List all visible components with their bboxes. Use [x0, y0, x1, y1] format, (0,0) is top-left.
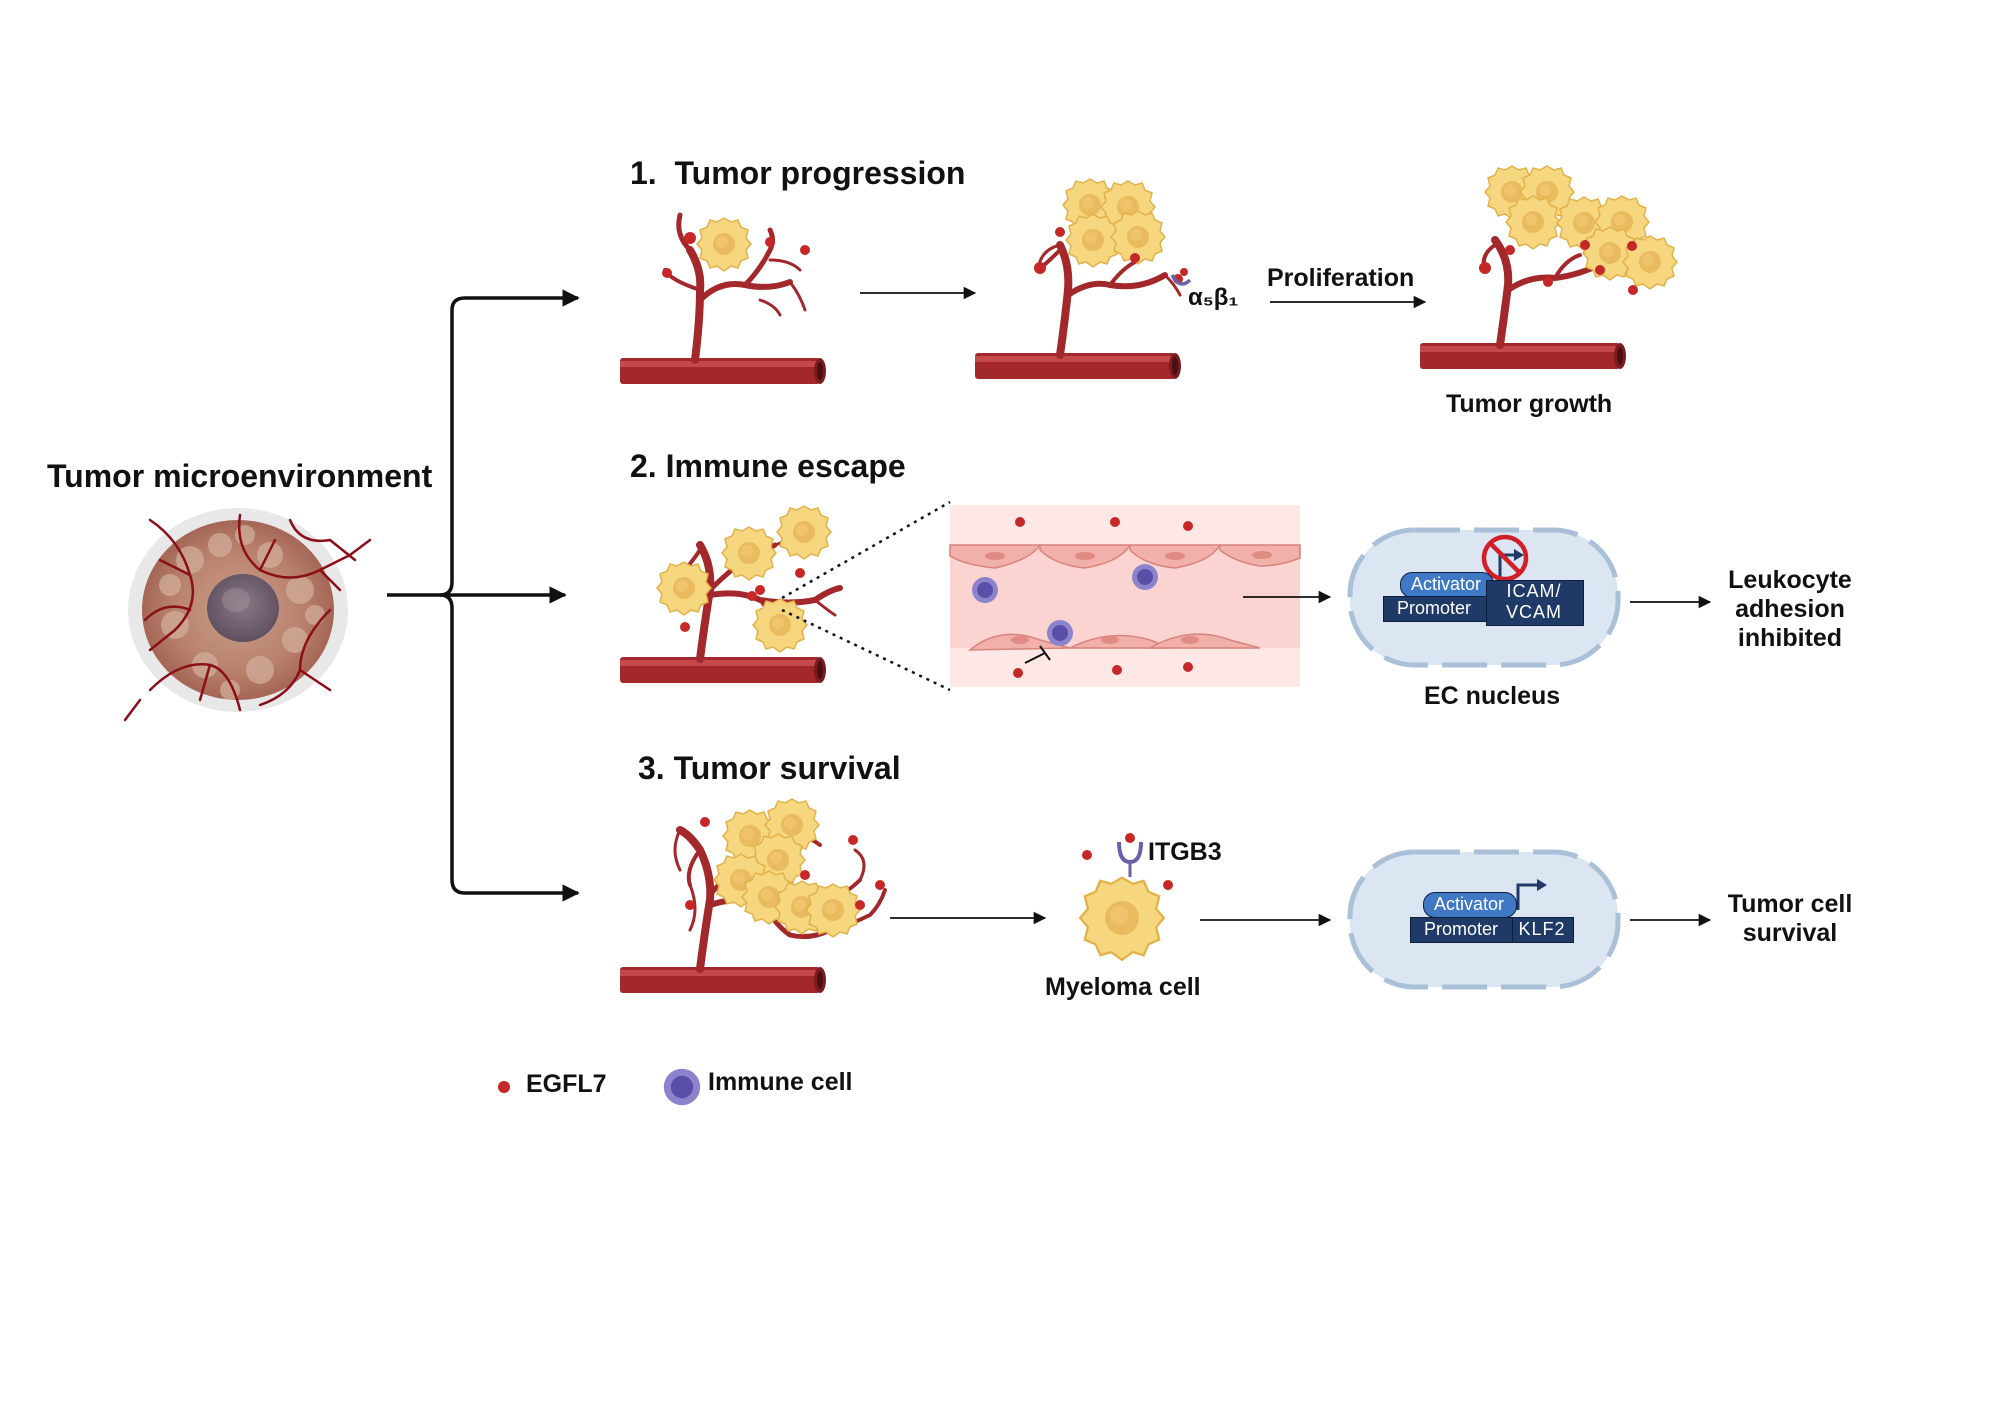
- klf2-label: KLF2: [1518, 919, 1566, 939]
- proliferation-label: Proliferation: [1267, 264, 1415, 292]
- tumor-survival-outcome-label: Tumor cell survival: [1727, 890, 1853, 947]
- section2-illustration: [620, 500, 1712, 692]
- promoter-box: [1383, 596, 1487, 622]
- leukocyte-outcome-label: Leukocyte adhesion inhibited: [1728, 566, 1852, 652]
- promoter-box-2: [1410, 917, 1514, 943]
- section3-illustration: [620, 798, 1712, 993]
- legend-immune-cell-label: Immune cell: [708, 1068, 853, 1096]
- immune-cell-icon: [663, 1068, 701, 1106]
- page-title: Tumor microenvironment: [47, 458, 433, 494]
- itgb3-label: ITGB3: [1148, 838, 1222, 866]
- section3-heading: 3. Tumor survival: [638, 750, 901, 786]
- branch-connector: [387, 289, 580, 902]
- activator-box: [1400, 572, 1494, 598]
- activator-label: Activator: [1410, 574, 1482, 594]
- tumor-growth-label: Tumor growth: [1446, 390, 1613, 418]
- tme-illustration: [123, 508, 372, 722]
- promoter-label-2: Promoter: [1423, 919, 1499, 939]
- alpha5-beta1-label: α₅β₁: [1188, 284, 1239, 311]
- transcription-arrow-icon: [1516, 879, 1547, 910]
- blocked-transcription-icon: [1481, 534, 1529, 582]
- legend-egfl7-label: EGFL7: [526, 1070, 607, 1098]
- klf2-box: [1512, 917, 1574, 943]
- myeloma-cell: [1078, 833, 1173, 962]
- myeloma-cell-label: Myeloma cell: [1045, 973, 1201, 1001]
- ec-nucleus-label: EC nucleus: [1424, 682, 1561, 710]
- red-dot-icon: [498, 1081, 510, 1093]
- icam-vcam-box: [1486, 580, 1584, 626]
- section1-heading: 1. Tumor progression: [630, 155, 966, 191]
- activator-label-2: Activator: [1433, 894, 1505, 914]
- promoter-label: Promoter: [1396, 598, 1472, 618]
- section2-heading: 2. Immune escape: [630, 448, 906, 484]
- section1-illustration: [620, 165, 1678, 384]
- icam-vcam-label: ICAM/ VCAM: [1505, 581, 1562, 622]
